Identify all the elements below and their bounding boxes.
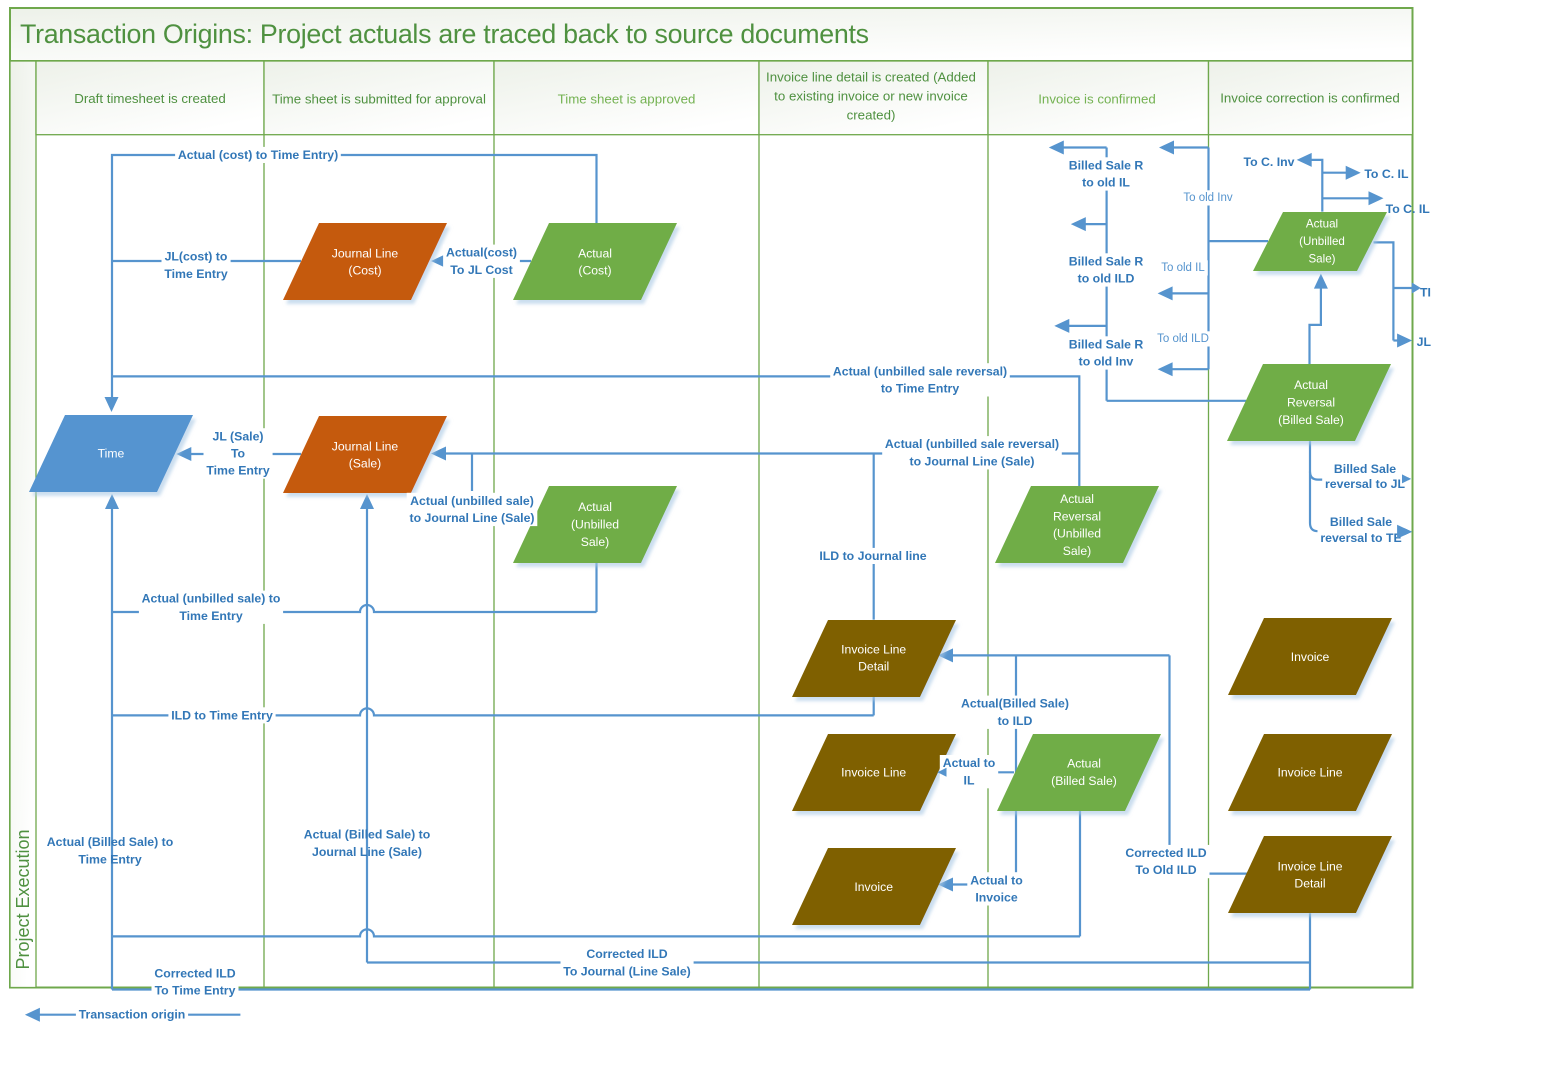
svg-text:Actual(cost): Actual(cost) [446, 246, 517, 260]
svg-text:IL: IL [964, 773, 975, 787]
svg-text:Actual: Actual [1294, 378, 1328, 392]
svg-text:Corrected ILD: Corrected ILD [586, 947, 667, 961]
svg-text:Billed Sale R: Billed Sale R [1069, 158, 1144, 172]
svg-text:Reversal: Reversal [1053, 509, 1101, 523]
svg-text:Actual (unbilled sale) to: Actual (unbilled sale) to [142, 592, 281, 606]
svg-text:(Unbilled: (Unbilled [1299, 235, 1345, 248]
svg-text:Billed Sale R: Billed Sale R [1069, 254, 1144, 268]
svg-text:Detail: Detail [1294, 877, 1325, 891]
svg-text:To JL Cost: To JL Cost [450, 263, 512, 277]
svg-text:To C. IL: To C. IL [1364, 167, 1409, 181]
svg-text:JL(cost) to: JL(cost) to [165, 250, 228, 264]
svg-text:Actual: Actual [578, 500, 612, 514]
svg-text:Actual: Actual [1067, 757, 1101, 771]
svg-text:Invoice correction is confirme: Invoice correction is confirmed [1220, 91, 1400, 106]
svg-text:TI: TI [1420, 286, 1431, 300]
svg-text:Sale): Sale) [581, 535, 609, 549]
svg-text:Invoice is confirmed: Invoice is confirmed [1038, 92, 1156, 107]
svg-text:Actual: Actual [578, 246, 612, 260]
svg-text:Actual to: Actual to [970, 873, 1023, 887]
svg-text:Actual (unbilled sale reversal: Actual (unbilled sale reversal) [833, 364, 1007, 378]
svg-text:Time Entry: Time Entry [206, 464, 269, 478]
svg-text:(Billed Sale): (Billed Sale) [1051, 774, 1117, 788]
svg-text:To C. IL: To C. IL [1386, 202, 1431, 216]
svg-text:(Unbilled: (Unbilled [571, 518, 619, 532]
svg-text:Reversal: Reversal [1287, 396, 1335, 410]
svg-text:Actual to: Actual to [943, 756, 996, 770]
svg-text:Detail: Detail [858, 660, 889, 674]
svg-text:Corrected ILD: Corrected ILD [1125, 846, 1206, 860]
svg-text:Billed Sale: Billed Sale [1334, 462, 1396, 476]
svg-text:to existing invoice or new inv: to existing invoice or new invoice [774, 89, 968, 104]
svg-text:to old IL: to old IL [1082, 176, 1130, 190]
svg-text:(Cost): (Cost) [348, 264, 381, 278]
svg-text:Actual (Billed Sale) to: Actual (Billed Sale) to [47, 835, 174, 849]
svg-text:Invoice: Invoice [1291, 650, 1330, 664]
svg-text:Transaction Origins: Project a: Transaction Origins: Project actuals are… [20, 19, 869, 49]
svg-text:Invoice Line: Invoice Line [1277, 859, 1342, 873]
svg-text:Time: Time [98, 447, 125, 461]
svg-text:ILD to Time Entry: ILD to Time Entry [171, 708, 273, 722]
svg-text:to ILD: to ILD [998, 714, 1033, 728]
svg-text:Journal Line: Journal Line [332, 246, 399, 260]
svg-text:Journal Line: Journal Line [332, 439, 399, 453]
svg-text:Time sheet is submitted for ap: Time sheet is submitted for approval [272, 92, 486, 107]
svg-text:To Old ILD: To Old ILD [1135, 863, 1196, 877]
svg-text:ILD to Journal line: ILD to Journal line [819, 549, 926, 563]
svg-text:To old IL: To old IL [1161, 262, 1205, 274]
svg-text:JL (Sale): JL (Sale) [212, 429, 263, 443]
svg-text:Transaction origin: Transaction origin [79, 1008, 186, 1022]
svg-text:to Journal Line (Sale): to Journal Line (Sale) [909, 454, 1034, 468]
svg-text:reversal to TE: reversal to TE [1320, 531, 1401, 545]
svg-text:reversal to JL: reversal to JL [1325, 477, 1405, 491]
svg-text:Actual: Actual [1060, 492, 1094, 506]
svg-text:Actual (unbilled sale): Actual (unbilled sale) [410, 494, 534, 508]
svg-text:to Time Entry: to Time Entry [881, 382, 960, 396]
svg-text:(Unbilled: (Unbilled [1053, 527, 1101, 541]
svg-text:Actual (unbilled sale reversal: Actual (unbilled sale reversal) [885, 437, 1059, 451]
svg-text:Invoice: Invoice [854, 880, 893, 894]
svg-text:(Billed Sale): (Billed Sale) [1278, 413, 1344, 427]
svg-text:Invoice Line: Invoice Line [841, 766, 906, 780]
svg-text:To old ILD: To old ILD [1157, 333, 1209, 345]
svg-text:Time Entry: Time Entry [78, 852, 141, 866]
svg-text:Invoice: Invoice [975, 891, 1018, 905]
svg-text:Project Execution: Project Execution [13, 829, 33, 969]
svg-text:Corrected ILD: Corrected ILD [154, 967, 235, 981]
svg-text:to old ILD: to old ILD [1078, 272, 1135, 286]
svg-text:Billed Sale R: Billed Sale R [1069, 337, 1144, 351]
svg-text:Invoice Line: Invoice Line [841, 642, 906, 656]
svg-text:(Sale): (Sale) [349, 457, 382, 471]
svg-text:Time sheet is approved: Time sheet is approved [558, 92, 696, 107]
svg-text:created): created) [847, 108, 896, 123]
svg-text:Billed Sale: Billed Sale [1330, 515, 1392, 529]
svg-text:To: To [231, 447, 246, 461]
svg-text:To C. Inv: To C. Inv [1243, 155, 1294, 169]
svg-text:Actual (Billed Sale) to: Actual (Billed Sale) to [304, 828, 431, 842]
svg-text:Sale): Sale) [1063, 544, 1091, 558]
svg-text:Actual (cost) to Time Entry): Actual (cost) to Time Entry) [178, 148, 338, 162]
svg-text:JL: JL [1417, 335, 1432, 349]
svg-text:Invoice Line: Invoice Line [1277, 766, 1342, 780]
svg-text:Time Entry: Time Entry [179, 609, 242, 623]
svg-text:(Cost): (Cost) [578, 264, 611, 278]
svg-text:Time Entry: Time Entry [164, 267, 227, 281]
svg-text:Actual(Billed Sale): Actual(Billed Sale) [961, 697, 1069, 711]
svg-text:to old Inv: to old Inv [1079, 355, 1134, 369]
svg-text:Journal Line (Sale): Journal Line (Sale) [312, 845, 422, 859]
svg-text:Invoice line detail is created: Invoice line detail is created (Added [766, 70, 976, 85]
svg-text:To Journal (Line Sale): To Journal (Line Sale) [563, 964, 691, 978]
svg-text:Sale): Sale) [1308, 252, 1335, 265]
svg-text:Actual: Actual [1306, 218, 1338, 231]
svg-text:Draft timesheet is created: Draft timesheet is created [74, 91, 226, 106]
svg-text:To old Inv: To old Inv [1183, 192, 1232, 204]
svg-text:To Time Entry: To Time Entry [155, 984, 236, 998]
svg-text:to Journal Line (Sale): to Journal Line (Sale) [409, 511, 534, 525]
